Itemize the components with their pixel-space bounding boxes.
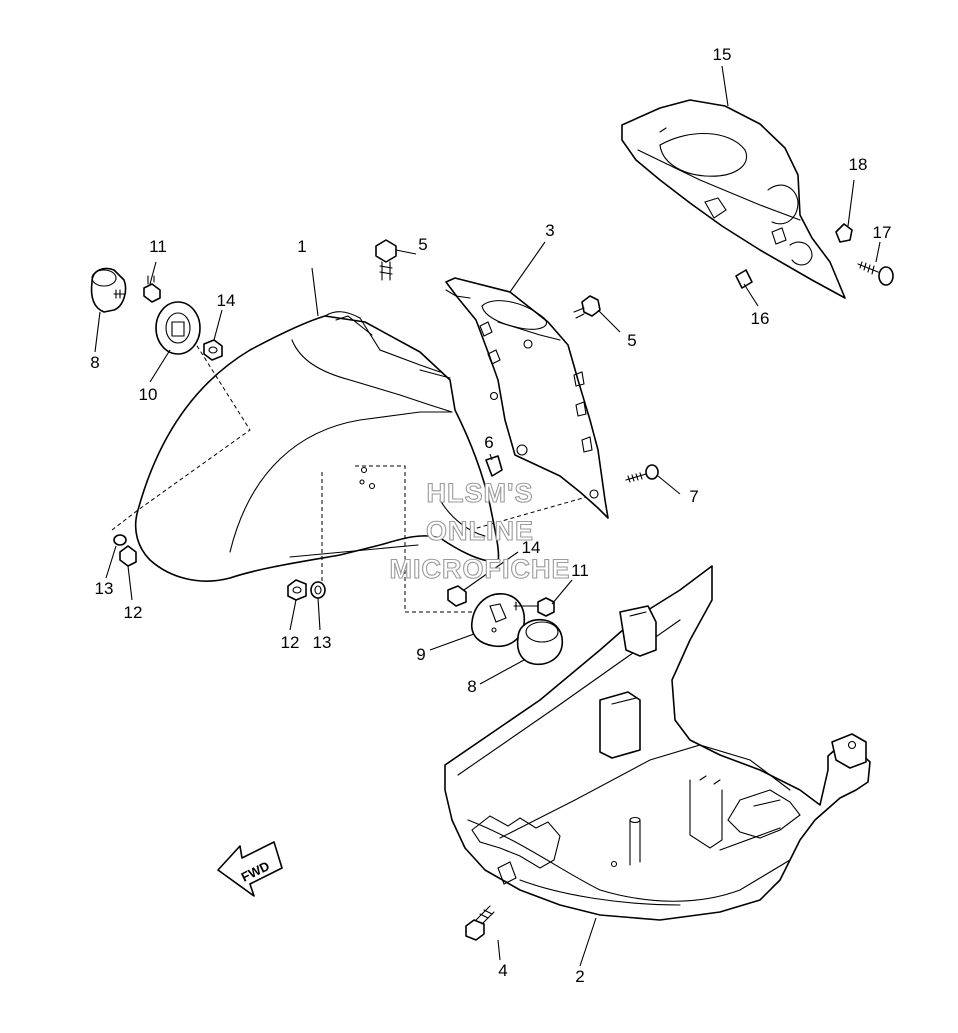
callout-9: 9 [416, 645, 425, 664]
part-5-bolt-right [573, 295, 601, 319]
part-11-bolt-right [513, 597, 555, 617]
part-10-bracket-left [155, 301, 201, 355]
callout-labels: 1 2 3 4 5 5 6 7 8 8 9 10 11 11 12 12 13 … [90, 45, 891, 986]
callout-15: 15 [713, 45, 732, 64]
part-11-bolt-left [143, 275, 161, 303]
callout-17: 17 [873, 223, 892, 242]
part-7-screw [625, 464, 659, 483]
part-3-inner-panel [445, 277, 609, 519]
part-4-bolt [465, 905, 495, 941]
part-8-cap-right [516, 618, 564, 666]
part-17-screw [857, 261, 894, 286]
callout-12-middle: 12 [281, 633, 300, 652]
watermark-line-2: ONLINE [426, 516, 534, 546]
fwd-direction-arrow: FWD [217, 841, 283, 897]
part-13-washer-left [113, 534, 127, 546]
callout-13-middle: 13 [313, 633, 332, 652]
part-13-washer-middle [310, 581, 326, 599]
callout-6: 6 [484, 433, 493, 452]
callout-12-left: 12 [124, 603, 143, 622]
part-16-clip [735, 269, 753, 289]
part-8-cap-left [90, 267, 127, 313]
callout-18: 18 [849, 155, 868, 174]
watermark-line-3: MICROFICHE [390, 554, 571, 584]
part-12-nut-left [119, 545, 137, 567]
part-14-nut-right [447, 585, 467, 607]
callout-1: 1 [297, 237, 306, 256]
callout-14-left: 14 [217, 291, 236, 310]
leader-lines [94, 65, 881, 967]
callout-10: 10 [139, 385, 158, 404]
assembly-guide-lines [111, 321, 591, 613]
callout-4: 4 [498, 961, 507, 980]
part-18-grommet [835, 223, 853, 243]
part-5-bolt-upper [375, 239, 397, 281]
callout-14-right: 14 [522, 538, 541, 557]
watermark: HLSM'S ONLINE MICROFICHE [389, 477, 571, 584]
callout-8-left: 8 [90, 353, 99, 372]
callout-7: 7 [689, 487, 698, 506]
part-9-bracket-right [470, 593, 526, 648]
callout-3: 3 [545, 221, 554, 240]
callout-11-left: 11 [149, 237, 167, 256]
callout-5-upper: 5 [418, 235, 427, 254]
part-15-rear-cover [621, 99, 846, 299]
callout-8-right: 8 [467, 677, 476, 696]
part-14-nut-left [203, 339, 223, 361]
callout-16: 16 [751, 309, 770, 328]
callout-13-left: 13 [95, 579, 114, 598]
callout-11-right: 11 [571, 561, 589, 580]
part-1-front-fender [134, 311, 500, 582]
watermark-line-1: HLSM'S [427, 478, 534, 508]
part-2-lower-cover [444, 565, 871, 921]
part-6-grommet [485, 455, 503, 477]
callout-5-right: 5 [627, 331, 636, 350]
part-12-nut-middle [287, 579, 307, 601]
callout-2: 2 [575, 967, 584, 986]
